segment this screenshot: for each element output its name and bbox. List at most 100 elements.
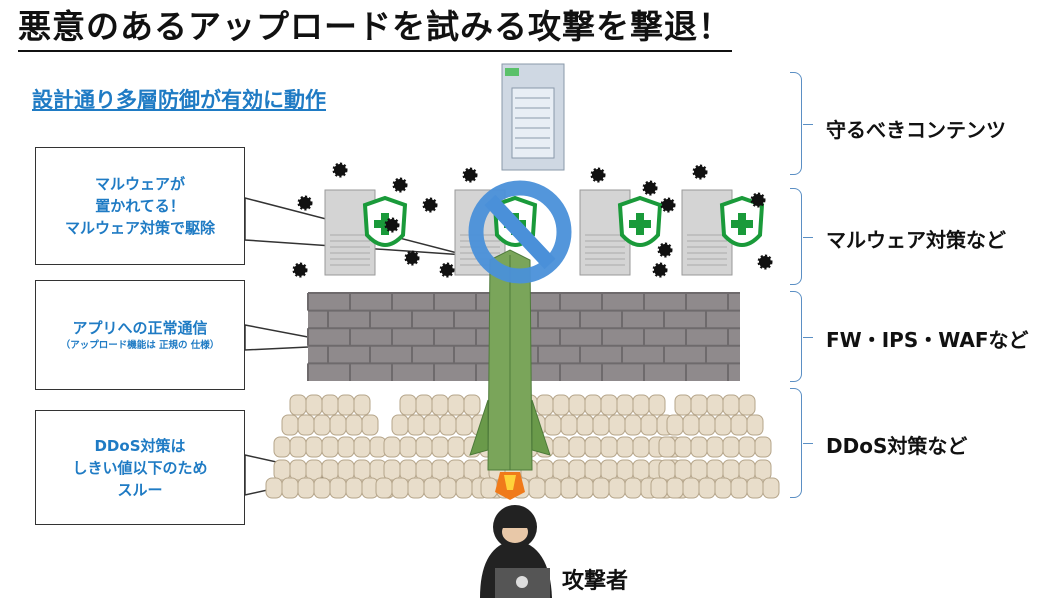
sandbag xyxy=(281,477,299,499)
sandbag xyxy=(329,414,347,436)
sandbag xyxy=(337,436,355,458)
sandbag xyxy=(706,459,724,481)
sandbag xyxy=(431,436,449,458)
sandbag xyxy=(353,459,371,481)
callout-ddos: DDoS対策は しきい値以下のため スルー xyxy=(35,410,245,525)
sandbag xyxy=(682,477,700,499)
layer-bracket xyxy=(790,72,813,175)
sandbag xyxy=(690,394,708,416)
sandbag xyxy=(399,394,417,416)
sandbag xyxy=(391,414,409,436)
page-title: 悪意のあるアップロードを試みる攻撃を撃退！ xyxy=(18,4,732,52)
virus-icon xyxy=(292,262,308,278)
sandbag xyxy=(289,459,307,481)
sandbag xyxy=(600,394,618,416)
sandbag xyxy=(674,459,692,481)
sandbag xyxy=(289,394,307,416)
sandbag xyxy=(361,414,379,436)
virus-icon xyxy=(297,195,313,211)
sandbag xyxy=(616,436,634,458)
virus-icon xyxy=(642,180,658,196)
sandbag xyxy=(321,394,339,416)
sandbag xyxy=(321,459,339,481)
sandbag xyxy=(536,459,554,481)
sandbag xyxy=(345,477,363,499)
sandbag xyxy=(536,394,554,416)
protected-server-icon xyxy=(324,189,408,276)
sandbag xyxy=(674,436,692,458)
sandbag xyxy=(632,436,650,458)
virus-icon xyxy=(422,197,438,213)
sandbag xyxy=(305,436,323,458)
sandbag xyxy=(321,436,339,458)
sandbag xyxy=(407,477,425,499)
block-sign-icon xyxy=(468,180,572,284)
layer-label-ddos: DDoS対策など xyxy=(826,434,968,458)
sandbag xyxy=(455,477,473,499)
sandbag xyxy=(431,394,449,416)
sandbag xyxy=(746,477,764,499)
layer-label-fw: FW・IPS・WAFなど xyxy=(826,328,1029,352)
sandbag xyxy=(399,436,417,458)
sandbag xyxy=(584,394,602,416)
sandbag xyxy=(305,394,323,416)
rocket-icon xyxy=(469,249,551,500)
sandbag xyxy=(552,394,570,416)
sandbag xyxy=(706,394,724,416)
sandbag xyxy=(592,477,610,499)
sandbag xyxy=(658,459,676,481)
sandbag xyxy=(608,477,626,499)
callout-text: しきい値以下のため xyxy=(72,458,208,477)
sandbag xyxy=(297,414,315,436)
sandbag xyxy=(447,394,465,416)
virus-icon xyxy=(652,262,668,278)
sandbag xyxy=(738,436,756,458)
attacker-icon xyxy=(480,505,552,598)
callout-text: アプリへの正常通信 xyxy=(72,319,208,337)
content-server-icon xyxy=(501,63,565,171)
sandbag xyxy=(439,477,457,499)
sandbag xyxy=(568,436,586,458)
sandbag xyxy=(690,459,708,481)
sandbag xyxy=(722,436,740,458)
sandbag xyxy=(690,436,708,458)
sandbag xyxy=(273,436,291,458)
sandbag xyxy=(415,436,433,458)
virus-icon xyxy=(657,242,673,258)
callout-malware: マルウェアが 置かれてる！ マルウェア対策で駆除 xyxy=(35,147,245,265)
virus-icon xyxy=(660,197,676,213)
sandbag xyxy=(698,477,716,499)
sandbag xyxy=(568,394,586,416)
sandbag xyxy=(584,459,602,481)
sandbag xyxy=(560,477,578,499)
virus-icon xyxy=(404,250,420,266)
sandbag xyxy=(383,436,401,458)
layer-bracket xyxy=(790,291,813,382)
sandbag xyxy=(552,436,570,458)
sandbag xyxy=(650,477,668,499)
sandbag xyxy=(746,414,764,436)
sandbag xyxy=(480,477,498,499)
sandbag xyxy=(730,414,748,436)
sandbag xyxy=(698,414,716,436)
sandbag xyxy=(754,459,772,481)
virus-icon xyxy=(384,217,400,233)
sandbag xyxy=(375,477,393,499)
sandbag xyxy=(265,477,283,499)
sandbag xyxy=(345,414,363,436)
sandbag xyxy=(666,477,684,499)
sandbag xyxy=(544,477,562,499)
sandbag xyxy=(447,459,465,481)
sandbag xyxy=(313,477,331,499)
sandbag xyxy=(281,414,299,436)
sandbag xyxy=(463,394,481,416)
sandbag xyxy=(738,459,756,481)
sandbag xyxy=(624,477,642,499)
sandbag xyxy=(423,477,441,499)
sandbag xyxy=(762,477,780,499)
sandbag xyxy=(754,436,772,458)
sandbag xyxy=(560,414,578,436)
sandbag xyxy=(722,394,740,416)
sandbag xyxy=(289,436,307,458)
sandbag xyxy=(738,394,756,416)
